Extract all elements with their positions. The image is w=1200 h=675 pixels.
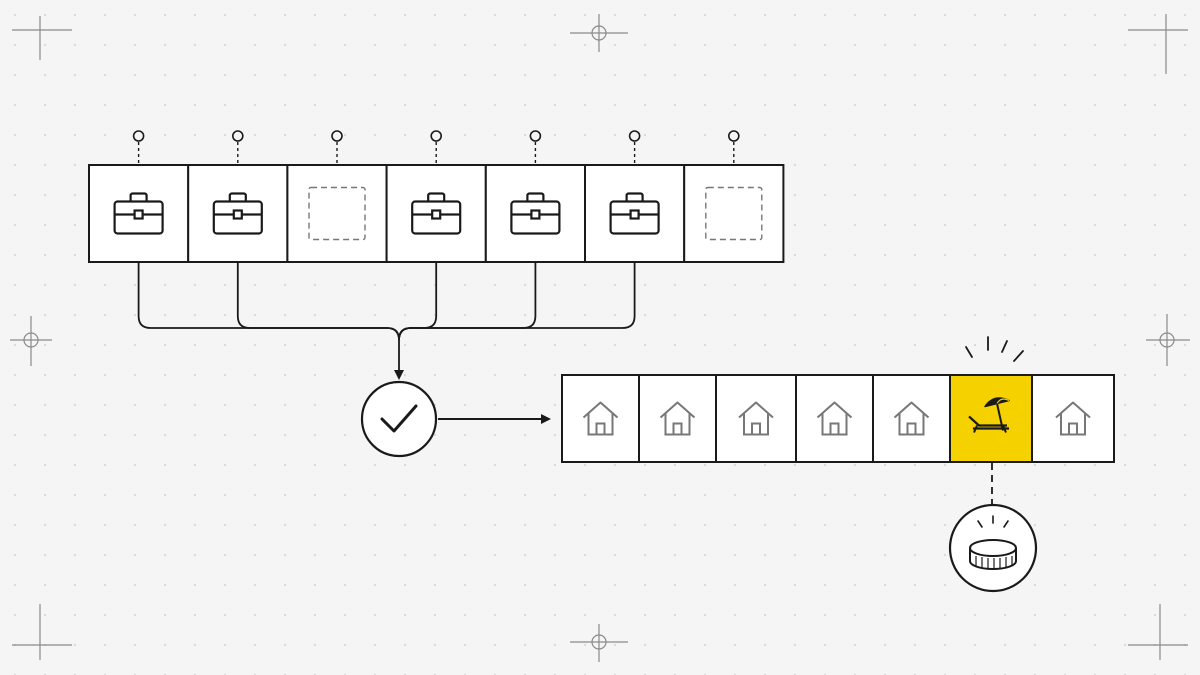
registration-mark-right <box>1146 314 1190 366</box>
workday-row <box>88 130 785 263</box>
crop-mark-bottom-left <box>12 604 72 660</box>
workday-connectors <box>137 262 636 380</box>
coin-node <box>948 503 1038 593</box>
pin-marker <box>727 130 740 142</box>
crop-mark-bottom-right <box>1128 604 1188 660</box>
workday-cell-4 <box>385 130 487 263</box>
workday-cell-6 <box>584 130 686 263</box>
pin-marker <box>628 130 641 142</box>
result-day-cell-5 <box>872 374 951 463</box>
connector-line <box>398 262 636 341</box>
result-day-cell-6 <box>949 374 1033 463</box>
registration-mark-left <box>10 316 52 366</box>
connector-line <box>236 262 400 341</box>
checkmark-icon <box>380 404 418 433</box>
result-day-cell-1 <box>561 374 640 463</box>
result-day-cell-7 <box>1031 374 1115 463</box>
workday-cell-1 <box>88 130 190 263</box>
pin-marker <box>132 130 145 142</box>
crop-marks <box>10 14 1190 662</box>
crop-mark-top-right <box>1128 14 1188 74</box>
approval-node <box>360 380 438 458</box>
pin-marker <box>529 130 542 142</box>
pin-marker <box>430 130 443 142</box>
workday-cell-7 <box>683 130 785 263</box>
result-day-row <box>561 374 1115 463</box>
coin-sparkle <box>977 515 1009 528</box>
registration-mark-bottom <box>570 624 628 662</box>
pin-marker <box>232 130 244 142</box>
result-day-cell-4 <box>795 374 874 463</box>
dashed-placeholder-icon <box>308 186 366 241</box>
workday-cell-3 <box>286 130 388 263</box>
registration-mark-top <box>570 14 628 52</box>
dashed-placeholder-icon <box>705 186 763 241</box>
coin-icon <box>969 539 1017 570</box>
workday-cell-2 <box>187 130 289 263</box>
sparkle-lines <box>965 336 1024 362</box>
crop-mark-top-left <box>12 16 72 60</box>
result-day-cell-2 <box>638 374 717 463</box>
result-day-cell-3 <box>715 374 797 463</box>
pin-marker <box>331 130 343 142</box>
workday-cell-5 <box>484 130 586 263</box>
